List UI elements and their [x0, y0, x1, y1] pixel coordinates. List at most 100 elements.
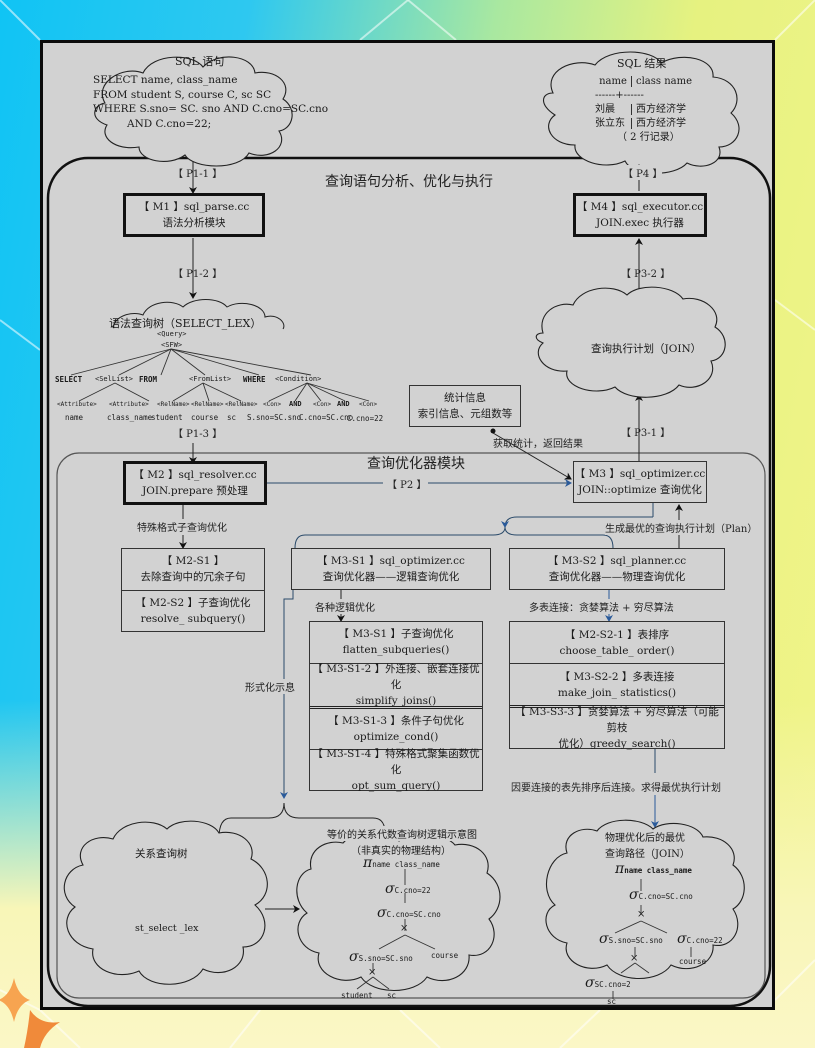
stats-desc: 索引信息、元组数等: [417, 408, 513, 420]
parse-leaf: name: [65, 413, 84, 422]
selection-cond: SC.cno=2: [594, 980, 631, 989]
module-desc: JOIN::optimize 查询优化: [578, 484, 702, 496]
physical-selection: σC.cno=SC.cno: [629, 887, 693, 903]
parse-leaf: sc: [227, 413, 237, 422]
physical-selection: σS.sno=SC.sno: [599, 931, 663, 947]
step-desc: 去除查询中的冗余子句: [140, 571, 246, 584]
projection-attrs: name class_name: [372, 860, 440, 869]
sigma-symbol: σ: [629, 887, 639, 903]
sigma-symbol: σ: [585, 975, 595, 991]
step-title: 【 M3-S3-3 】贪婪算法 + 穷尽算法（可能剪枝: [515, 706, 719, 734]
parse-node: <Attribute>: [57, 401, 97, 408]
logic-step: 【 M3-S1 】子查询优化 flatten_subqueries(): [310, 622, 482, 664]
step-desc: flatten_subqueries(): [342, 644, 450, 657]
exec-plan-cloud: [535, 286, 726, 398]
stats-box: 统计信息 索引信息、元组数等: [409, 385, 521, 427]
sql-result-row: 刘晨西方经济学: [595, 103, 692, 117]
module-m2-substeps: 【 M2-S1 】 去除查询中的冗余子句 【 M2-S2 】子查询优化 reso…: [121, 548, 265, 632]
algebra-projection: πname class_name: [363, 855, 440, 871]
parse-node: <RelName>: [191, 401, 224, 408]
optimizer-section-title: 查询优化器模块: [367, 456, 465, 472]
parse-node: <Attribute>: [109, 401, 149, 408]
module-desc: 查询优化器——物理查询优化: [548, 571, 686, 583]
deco-line: [39, 1009, 81, 1048]
sql-statement-cloud: [94, 56, 293, 167]
module-title: 【 M3-S2 】sql_planner.cc: [547, 555, 687, 567]
step-title: 【 M3-S1-4 】特殊格式聚集函数优化: [312, 748, 480, 776]
label-multi-table: 多表连接：贪婪算法 + 穷尽算法: [529, 599, 674, 614]
sql-result-footer: （ 2 行记录）: [617, 132, 680, 143]
module-m4: 【 M4 】sql_executor.cc JOIN.exec 执行器: [573, 193, 707, 237]
algebra-selection: σS.sno=SC.sno: [349, 949, 413, 965]
connectors-layer: [46, 51, 772, 1007]
parse-node: <Con>: [263, 401, 282, 408]
sigma-symbol: σ: [677, 931, 687, 947]
parse-node: SELECT: [55, 375, 83, 384]
sql-result-cloud: [542, 51, 740, 174]
stats-title: 统计信息: [444, 392, 486, 404]
selection-cond: C.cno=22: [394, 886, 431, 895]
parse-node: <RelName>: [225, 401, 258, 408]
parse-tree-edges: [70, 348, 370, 402]
deco-line: [559, 1009, 601, 1048]
algebra-leaf-course: course: [431, 951, 459, 960]
sparkle-icon: [0, 978, 30, 1022]
module-m3: 【 M3 】sql_optimizer.cc JOIN::optimize 查询…: [573, 461, 707, 503]
selection-cond: S.sno=SC.sno: [608, 936, 663, 945]
label-p1-3: 【 P1-3 】: [173, 429, 223, 440]
algebra-join: ×: [400, 923, 409, 934]
logic-step: 【 M3-S1-4 】特殊格式聚集函数优化 opt_sum_query(): [310, 748, 482, 792]
deco-line: [774, 959, 815, 1001]
module-desc: JOIN.exec 执行器: [596, 217, 684, 229]
step-desc: simplify_joins(): [355, 694, 437, 707]
sql-result-title: SQL 结果: [617, 57, 667, 70]
module-m3-s2: 【 M3-S2 】sql_planner.cc 查询优化器——物理查询优化: [509, 548, 725, 590]
parse-node-query: <Query>: [157, 330, 187, 338]
sql-line: WHERE S.sno= SC. sno AND C.cno=SC.cno: [93, 103, 329, 115]
algebra-title-1: 等价的关系代数查询树逻辑示意图: [327, 826, 477, 841]
step-title: 【 M3-S1-2 】外连接、嵌套连接优化: [312, 662, 480, 691]
parse-leaf: class_name: [107, 413, 153, 422]
label-various-logic: 各种逻辑优化: [315, 599, 375, 614]
physical-leaf-sc: sc: [607, 997, 617, 1006]
step-title: 【 M3-S2-2 】多表连接: [559, 670, 675, 683]
physical-step: 【 M2-S2-1 】表排序 choose_table_ order(): [510, 622, 724, 664]
pi-symbol: π: [363, 855, 373, 871]
physical-join: ×: [630, 953, 639, 964]
algebra-selection: σC.cno=SC.cno: [377, 905, 441, 921]
parse-node: AND: [337, 400, 350, 408]
physical-step: 【 M3-S2-2 】多表连接 make_join_ statistics(): [510, 664, 724, 708]
sigma-symbol: σ: [599, 931, 609, 947]
physical-leaf-course: course: [679, 957, 707, 966]
exec-plan-text: 查询执行计划（JOIN）: [591, 343, 702, 355]
parse-node: <FromList>: [189, 375, 232, 383]
logic-step: 【 M3-S1-3 】条件子句优化 optimize_cond(): [310, 709, 482, 750]
parse-leaf: course: [191, 413, 219, 422]
sql-statement-body: SELECT name, class_name FROM student S, …: [93, 73, 328, 131]
algebra-join: ×: [368, 967, 377, 978]
sigma-symbol: σ: [385, 881, 395, 897]
outer-section-title: 查询语句分析、优化与执行: [325, 174, 493, 190]
sql-result-separator: ------+------: [595, 90, 644, 101]
deco-line: [229, 1009, 261, 1048]
outer-section-border: [46, 156, 772, 1007]
deco-line: [407, 0, 457, 41]
sigma-symbol: σ: [349, 949, 359, 965]
deco-line: [359, 0, 409, 41]
parse-leaf: C.cno=22: [347, 414, 384, 423]
physical-title-1: 物理优化后的最优: [605, 833, 685, 844]
algebra-leaf-sc: sc: [387, 991, 397, 1000]
sql-line: AND C.cno=22;: [127, 117, 212, 130]
label-p3-1: 【 P3-1 】: [621, 428, 671, 439]
label-p4: 【 P4 】: [623, 165, 663, 180]
label-sort-then-join: 因要连接的表先排序后连接。求得最优执行计划: [511, 779, 721, 794]
relation-tree-text: st_select _lex: [135, 923, 199, 934]
algebra-leaf-student: student: [341, 991, 373, 1000]
step-desc: 优化）greedy_search(): [558, 738, 676, 750]
algebra-title-2: （非真实的物理结构）: [351, 846, 451, 857]
sql-result-row: 张立东西方经济学: [595, 117, 692, 131]
optimizer-section-border: [56, 452, 766, 999]
label-special-subquery: 特殊格式子查询优化: [137, 523, 227, 534]
